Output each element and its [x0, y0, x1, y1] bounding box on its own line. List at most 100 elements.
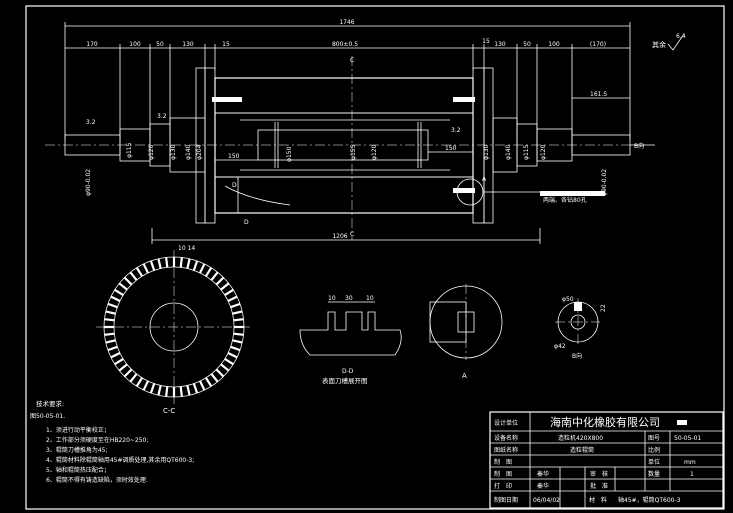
tb-print-label: 打 印 [494, 482, 512, 490]
gear-tooth [233, 318, 244, 322]
gear-tooth [192, 383, 199, 394]
tech-drawing-no: 图50-05-01. [30, 413, 65, 420]
dia-label-6: φ155 [350, 144, 357, 160]
gear-top-dims: 10 14 [178, 245, 195, 252]
tech-title: 技术要求: [36, 399, 64, 408]
gear-tooth [186, 385, 191, 396]
ra-32-left: 3.2 [86, 119, 96, 126]
dd-w3: 10 [366, 295, 374, 302]
roughness-rest-label: 其余 [652, 40, 666, 49]
ra-32-mid: 3.2 [157, 113, 167, 120]
b-d22: 22 [600, 304, 607, 312]
marker-d-a: D [232, 182, 237, 189]
b-direction: B向 [634, 142, 644, 150]
gear-tooth [204, 267, 213, 277]
inner-shaft [257, 129, 429, 161]
detail-a-circle [456, 178, 484, 206]
leader-bar [540, 191, 605, 196]
detail-d-region [214, 176, 239, 214]
tb-make-label: 制 图 [494, 458, 512, 466]
gear-tooth [224, 357, 234, 366]
tb-material-label: 材 料 [589, 496, 607, 504]
tech-item-4: 4、辊筒材料除辊筒轴用45#调质处理,其余用QT600-3; [46, 456, 194, 464]
gear-tooth [210, 271, 219, 281]
gear-tooth [129, 373, 138, 383]
dia-label-12: φ90-0.02 [85, 169, 92, 196]
section-label-top: C [350, 57, 354, 64]
dim-150-left: 150 [228, 153, 240, 160]
dim-100-right: 100 [548, 41, 560, 48]
b-d42: φ42 [554, 343, 566, 350]
tb-print-name: 秦华 [537, 482, 549, 490]
gear-tooth [104, 332, 115, 336]
tb-draw-name: 秦华 [537, 470, 549, 478]
view-dd-label: D-D [342, 368, 354, 375]
dia-label-7: φ120 [371, 144, 378, 160]
dim-50-right: 50 [523, 41, 531, 48]
gear-tooth [233, 332, 244, 336]
dim-161-5: 161.5 [590, 91, 607, 98]
dia-label-13: φ90-0.02 [601, 169, 608, 196]
tech-item-1: 1、须进行动平衡校正； [46, 426, 110, 434]
gear-tooth [123, 368, 133, 378]
tb-equip-label: 设备名称 [494, 434, 518, 442]
dia-label-0: φ115 [126, 142, 133, 158]
tb-drawing-name-label: 图纸名称 [494, 446, 518, 454]
gear-tooth [165, 386, 169, 397]
tb-equip-name: 造粒机420X800 [558, 434, 603, 442]
gear-tooth [199, 380, 206, 391]
dim-130-left: 130 [182, 41, 194, 48]
roughness-note: 其余 6.4 [652, 33, 686, 51]
tb-unit-label: 设计单位 [494, 419, 518, 427]
bolt-right-top [453, 97, 475, 102]
tb-drawing-name: 造粒辊筒 [570, 446, 594, 454]
gear-tooth [142, 263, 149, 274]
main-section-view: C C [45, 56, 655, 244]
tb-review-label: 审 核 [590, 470, 608, 478]
tb-approve-label: 批 准 [590, 482, 608, 490]
dim-50-left: 50 [156, 41, 164, 48]
dia-label-9: φ140 [505, 144, 512, 160]
dia-label-4: φ204 [196, 144, 203, 160]
tech-item-5: 5、轴和辊筒热压配合； [46, 466, 110, 474]
tb-qty-value: 1 [690, 471, 694, 478]
title-block: 设计单位 海南中化橡胶有限公司 设备名称 造粒机420X800 图号 50-05… [489, 411, 724, 509]
tb-no-label: 图号 [648, 435, 660, 442]
tb-company-mark [677, 420, 687, 425]
ra-32-right: 3.2 [451, 127, 461, 134]
gear-tooth [118, 363, 128, 372]
dim-1206: 1206 [332, 233, 347, 240]
dia-label-8: φ130 [483, 144, 490, 160]
tb-unit2-label: 单位 [648, 458, 660, 466]
left-journal-end [64, 134, 121, 156]
gear-tooth [230, 345, 241, 352]
b-direction-view: φ50 φ42 22 B向 [554, 296, 607, 360]
gear-tooth [105, 310, 116, 315]
dd-profile [299, 311, 402, 356]
drawing-border [25, 5, 725, 510]
roll-hatch-top [214, 77, 474, 114]
dia-label-1: φ120 [148, 144, 155, 160]
gear-tooth [220, 363, 230, 372]
tech-item-3: 3、辊筒刀槽推角为45; [46, 446, 107, 454]
gear-tooth [157, 385, 162, 396]
gear-tooth [123, 276, 133, 286]
left-flange-hub [195, 67, 206, 224]
tb-draw-label: 制 图 [494, 470, 512, 478]
dia-label-5: φ150 [286, 146, 293, 162]
gear-tooth [192, 260, 199, 271]
left-flange [204, 67, 216, 224]
view-b-label: B向 [572, 352, 582, 360]
dia-label-11: φ120 [540, 144, 547, 160]
gear-tooth [149, 260, 156, 271]
gear-tooth [142, 380, 149, 391]
tech-requirements: 技术要求: 图50-05-01. 1、须进行动平衡校正； 2、工作部分须硬度至在… [30, 399, 194, 484]
gear-tooth [114, 357, 124, 366]
dim-170-right: (170) [590, 41, 606, 48]
gear-tooth [107, 345, 118, 352]
gear-tooth [186, 258, 191, 269]
dim-150-right: 150 [445, 145, 457, 152]
gear-tooth [215, 368, 225, 378]
